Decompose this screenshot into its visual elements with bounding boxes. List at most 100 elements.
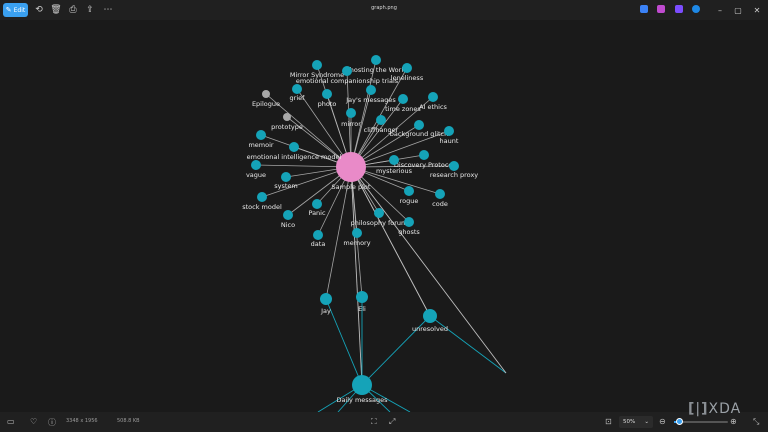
node-eli bbox=[356, 291, 368, 303]
node-ghosting bbox=[371, 55, 381, 65]
node-label-mirror: mirror bbox=[341, 120, 361, 128]
file-size-text: 508.8 KB bbox=[117, 418, 140, 424]
node-label-memoir: memoir bbox=[248, 141, 273, 149]
delete-icon[interactable]: 🗑 bbox=[50, 5, 62, 15]
node-memoir bbox=[256, 130, 266, 140]
node-daily bbox=[352, 375, 372, 395]
edit-button[interactable]: ✎Edit bbox=[3, 3, 28, 17]
node-label-loneliness: loneliness bbox=[391, 74, 424, 82]
status-bar: ▭ ♡ ⓘ 3348 x 1956 508.8 KB ⛶ ⤢ ⊡ 50%⌄ ⊖ … bbox=[0, 412, 768, 432]
xda-watermark: [|]XDA bbox=[688, 401, 742, 417]
node-time_zones bbox=[398, 94, 408, 104]
node-label-ghosting: Ghosting the World bbox=[345, 66, 408, 74]
title-bar: ✎Edit ⟲ 🗑 ⎙ ⇪ ⋯ graph.png – ▢ ✕ bbox=[0, 0, 768, 20]
zoom-in-icon[interactable]: ⊕ bbox=[730, 417, 737, 426]
node-jay bbox=[320, 293, 332, 305]
dimensions-text: 3348 x 1956 bbox=[66, 418, 98, 424]
node-label-ghosts: ghosts bbox=[398, 228, 420, 236]
zoom-slider-thumb[interactable] bbox=[675, 418, 683, 425]
node-nico bbox=[283, 210, 293, 220]
node-unresolved bbox=[423, 309, 437, 323]
zoom-slider[interactable] bbox=[674, 418, 728, 425]
node-label-vague: vague bbox=[246, 171, 266, 179]
node-label-daily: Daily messages bbox=[336, 396, 388, 404]
node-label-haunt: haunt bbox=[440, 137, 459, 145]
node-label-prototype: prototype bbox=[271, 123, 303, 131]
edge-sample-unresolved bbox=[350, 166, 431, 317]
node-haunt bbox=[444, 126, 454, 136]
edge-sample-haunt bbox=[350, 130, 450, 168]
actual-size-icon[interactable]: ⤢ bbox=[389, 417, 396, 426]
node-label-cliffhanger: cliffhanger bbox=[364, 126, 399, 134]
print-icon[interactable]: ⎙ bbox=[69, 5, 77, 15]
node-label-memory: memory bbox=[343, 239, 370, 247]
node-ghosts bbox=[404, 217, 414, 227]
edge-sample-research bbox=[350, 165, 455, 168]
close-icon[interactable]: ✕ bbox=[753, 5, 761, 15]
edge-sample-ai_ethics bbox=[350, 96, 434, 168]
app-icon-3[interactable] bbox=[675, 5, 683, 13]
node-panic bbox=[312, 199, 322, 209]
node-label-panic: Panic bbox=[308, 209, 326, 217]
file-name: graph.png bbox=[371, 5, 397, 11]
node-label-stock: stock model bbox=[242, 203, 282, 211]
node-label-mirror_syn: Mirror Syndrome bbox=[290, 71, 344, 79]
node-label-eli: Eli bbox=[358, 305, 366, 313]
maximize-icon[interactable]: ▢ bbox=[734, 5, 742, 15]
app-icon-1[interactable] bbox=[640, 5, 648, 13]
node-label-mysterious: mysterious bbox=[376, 167, 413, 175]
edge-sample-ghosting bbox=[350, 59, 377, 168]
node-cliffhanger bbox=[376, 115, 386, 125]
info-icon[interactable]: ⓘ bbox=[48, 418, 56, 427]
node-epilogue bbox=[262, 90, 270, 98]
node-discovery bbox=[419, 150, 429, 160]
more-options-icon[interactable]: ⋯ bbox=[103, 5, 113, 15]
share-icon[interactable]: ⇪ bbox=[86, 5, 94, 15]
node-research bbox=[449, 161, 459, 171]
node-label-emo_intel: emotional intelligence model bbox=[247, 153, 342, 161]
cloud-icon[interactable] bbox=[692, 5, 700, 13]
node-label-data: data bbox=[311, 240, 326, 248]
node-emo_trials bbox=[342, 66, 352, 76]
node-mirror_syn bbox=[312, 60, 322, 70]
node-label-research: research proxy bbox=[430, 171, 478, 179]
node-label-nico: Nico bbox=[281, 221, 295, 229]
edge-sample-vague bbox=[255, 164, 352, 168]
node-mirror bbox=[346, 108, 356, 118]
node-sample bbox=[336, 152, 366, 182]
app-icon-2[interactable] bbox=[657, 5, 665, 13]
rotate-icon[interactable]: ⟲ bbox=[35, 5, 43, 15]
edge-unresolved-daily bbox=[361, 315, 431, 386]
node-label-unresolved: unresolved bbox=[412, 325, 448, 333]
node-label-philo: philosophy forum bbox=[351, 219, 408, 227]
edge-sample-code bbox=[350, 166, 441, 195]
node-label-jays_msgs: Jay's messages bbox=[345, 96, 396, 104]
edit-icon: ✎ bbox=[5, 6, 12, 14]
filmstrip-icon[interactable]: ▭ bbox=[7, 417, 15, 426]
fullscreen-icon[interactable]: ⤡ bbox=[753, 417, 760, 426]
zoom-out-icon[interactable]: ⊖ bbox=[659, 417, 666, 426]
node-label-rogue: rogue bbox=[400, 197, 419, 205]
node-label-grief: grief bbox=[290, 94, 306, 102]
minimize-icon[interactable]: – bbox=[718, 5, 722, 15]
node-rogue bbox=[404, 186, 414, 196]
node-philo bbox=[374, 208, 384, 218]
crop-icon[interactable]: ⊡ bbox=[605, 417, 612, 426]
node-label-sample: Sample plot bbox=[332, 183, 371, 191]
node-bg_glitch bbox=[414, 120, 424, 130]
edge-sample-emo_trials bbox=[346, 70, 352, 168]
edge-sample-epilogue bbox=[265, 93, 352, 168]
node-code bbox=[435, 189, 445, 199]
node-memory bbox=[352, 228, 362, 238]
zoom-select[interactable]: 50%⌄ bbox=[619, 416, 653, 428]
node-label-discovery: Discovery Protocol bbox=[394, 161, 455, 169]
node-label-time_zones: time zones bbox=[385, 105, 421, 113]
node-vague bbox=[251, 160, 261, 170]
fit-view-icon[interactable]: ⛶ bbox=[371, 417, 377, 426]
node-grief bbox=[292, 84, 302, 94]
edge-sample-jay bbox=[325, 166, 352, 300]
node-label-emo_trials: emotional companionship trials bbox=[296, 77, 399, 85]
favorite-icon[interactable]: ♡ bbox=[30, 417, 38, 426]
node-loneliness bbox=[402, 63, 412, 73]
